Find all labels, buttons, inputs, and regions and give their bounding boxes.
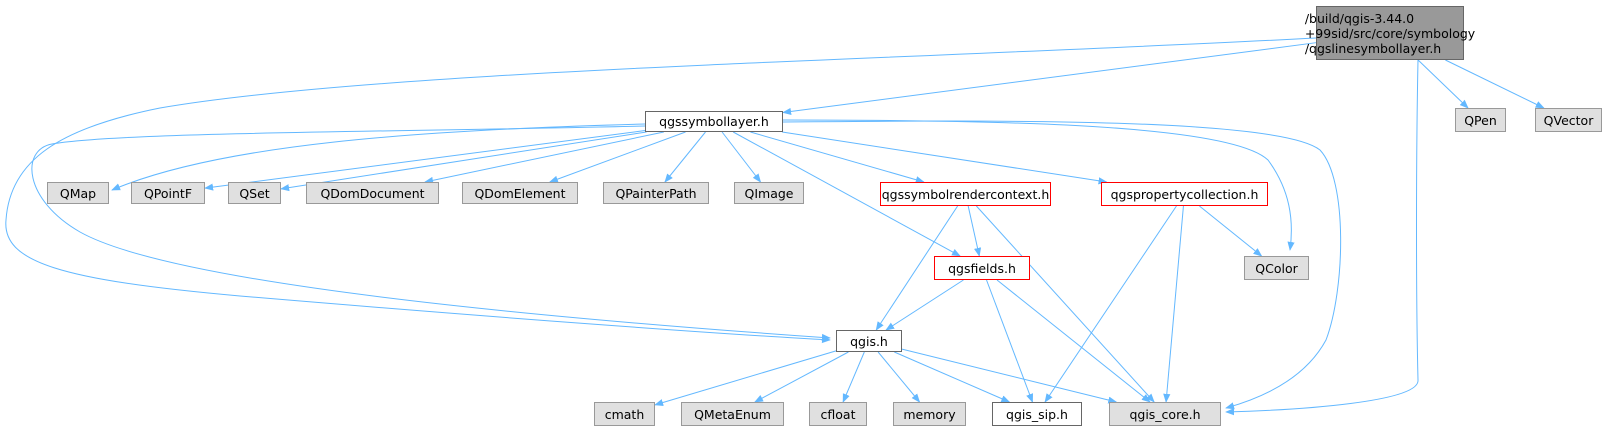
node-qgsfields[interactable]: qgsfields.h (934, 256, 1030, 280)
edge-qgis-to-qgis_sip (894, 351, 1011, 403)
edge-qgssymbollayer-to-qgspropertycollection (782, 131, 1108, 185)
node-label: QVector (1543, 112, 1594, 128)
node-qgssymbolrendercontext[interactable]: qgssymbolrendercontext.h (880, 182, 1051, 206)
node-cfloat: cfloat (809, 402, 867, 426)
node-qdomelement: QDomElement (462, 182, 578, 204)
node-label: QPointF (143, 185, 193, 201)
node-label: qgis_sip.h (1006, 406, 1068, 422)
edge-qgssymbolrendercontext-to-qgsfields (967, 205, 982, 257)
edge-qgis-to-QMetaEnum (754, 351, 849, 403)
node-label: QDomDocument (320, 185, 425, 201)
node-root[interactable]: /build/qgis-3.44.0+99sid/src/core/symbol… (1305, 6, 1475, 60)
node-label: cmath (604, 406, 645, 422)
node-label-line: +99sid/src/core/symbology (1304, 25, 1476, 41)
node-qimage: QImage (734, 182, 804, 204)
edge-root-to-qgis (5, 37, 1317, 344)
node-qpen: QPen (1455, 108, 1506, 132)
edge-qgsfields-to-qgis_core (996, 279, 1151, 403)
edge-qgis-to-memory (877, 351, 921, 403)
node-label: QSet (239, 185, 270, 201)
node-label: qgspropertycollection.h (1110, 186, 1259, 202)
edge-qgssymbollayer-to-QDomElement (549, 131, 686, 183)
edge-root-to-QVector (1445, 59, 1545, 109)
edge-root-to-qgis_core (1225, 59, 1419, 416)
edge-qgssymbollayer-to-QMap (111, 123, 646, 191)
edge-qgis-to-cmath (654, 350, 837, 407)
node-qcolor: QColor (1244, 256, 1309, 280)
node-qvector: QVector (1535, 108, 1602, 132)
node-label: QColor (1255, 260, 1298, 276)
node-label: QDomElement (474, 185, 566, 201)
node-label: cfloat (820, 406, 856, 422)
node-label: memory (903, 406, 956, 422)
node-qgis-core: qgis_core.h (1109, 402, 1221, 426)
edge-root-to-QPen (1417, 59, 1469, 109)
edge-qgspropertycollection-to-qgis_sip (1044, 205, 1177, 403)
node-qpainterpath: QPainterPath (603, 182, 709, 204)
edge-qgsfields-to-qgis_sip (986, 279, 1033, 403)
node-label: QMap (59, 185, 97, 201)
node-qset: QSet (228, 182, 281, 204)
node-label: QImage (744, 185, 794, 201)
edge-qgssymbollayer-to-QSet (280, 131, 647, 192)
node-label-line: /build/qgis-3.44.0 (1304, 10, 1415, 26)
edge-qgspropertycollection-to-qgis_core (1163, 205, 1184, 403)
edge-qgsfields-to-qgis (885, 279, 964, 331)
node-qdomdocument: QDomDocument (306, 182, 439, 204)
edge-qgssymbollayer-to-QPainterPath (664, 131, 706, 183)
node-label: qgis_core.h (1129, 406, 1201, 422)
node-label: QPen (1464, 112, 1497, 128)
edge-qgis-to-qgis_core (901, 348, 1118, 404)
node-label: qgssymbollayer.h (659, 114, 769, 129)
node-label: QMetaEnum (694, 406, 771, 422)
edge-root-to-qgssymbollayer (782, 42, 1317, 115)
node-qmap: QMap (47, 182, 109, 204)
edge-qgssymbollayer-to-QImage (721, 131, 762, 183)
node-label: qgssymbolrendercontext.h (881, 186, 1050, 202)
edge-qgssymbollayer-to-QDomDocument (424, 131, 664, 184)
node-qmetaenum: QMetaEnum (681, 402, 784, 426)
node-memory: memory (893, 402, 966, 426)
node-label-line: /qgslinesymbollayer.h (1304, 40, 1442, 56)
node-qgssymbollayer[interactable]: qgssymbollayer.h (645, 111, 783, 132)
edge-qgssymbollayer-to-qgssymbolrendercontext (750, 131, 925, 184)
node-qpointf: QPointF (131, 182, 205, 204)
node-label: qgsfields.h (948, 260, 1016, 276)
node-cmath: cmath (594, 402, 655, 426)
edge-qgssymbolrendercontext-to-qgis_core (976, 205, 1155, 403)
edge-qgspropertycollection-to-QColor (1199, 205, 1263, 257)
node-label: QPainterPath (615, 185, 697, 201)
node-qgis[interactable]: qgis.h (836, 330, 902, 352)
node-qgspropertycollection[interactable]: qgspropertycollection.h (1101, 182, 1268, 206)
node-label: qgis.h (850, 333, 888, 349)
edge-qgssymbollayer-to-qgis (31, 125, 831, 342)
edge-qgssymbolrendercontext-to-qgis (875, 205, 959, 331)
edge-qgssymbollayer-to-QPointF (204, 130, 646, 191)
edge-qgssymbollayer-to-qgsfields (732, 131, 961, 257)
node-qgis-sip[interactable]: qgis_sip.h (992, 402, 1082, 426)
edge-qgis-to-cfloat (842, 351, 865, 403)
edge-qgssymbollayer-to-qgis_core (782, 120, 1342, 410)
